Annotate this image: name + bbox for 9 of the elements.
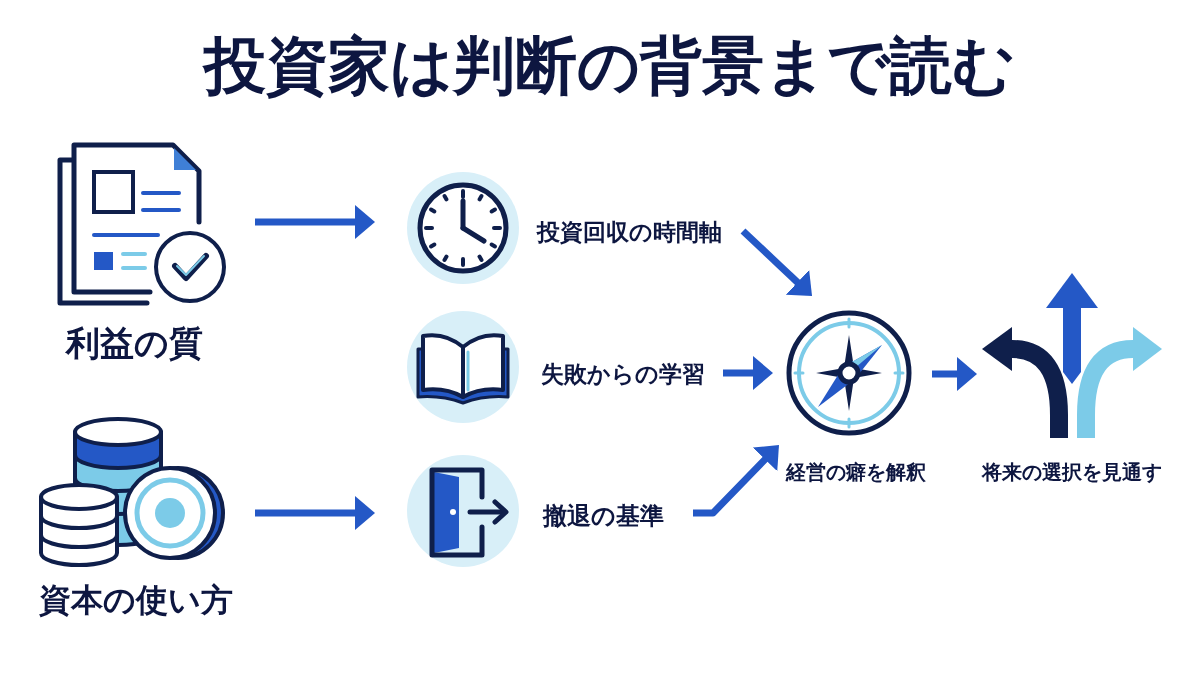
arrow <box>740 228 813 297</box>
node-label: 将来の選択を見通す <box>982 460 1162 484</box>
node-label: 投資回収の時間軸 <box>537 219 722 247</box>
node-label: 利益の質 <box>65 322 203 364</box>
node-label: 失敗からの学習 <box>541 361 705 389</box>
node-label: 撤退の基準 <box>543 501 664 531</box>
node-label: 経営の癖を解釈 <box>786 460 926 484</box>
node-label: 資本の使い方 <box>39 580 233 620</box>
title: 投資家は判断の背景まで読む <box>203 28 1015 104</box>
